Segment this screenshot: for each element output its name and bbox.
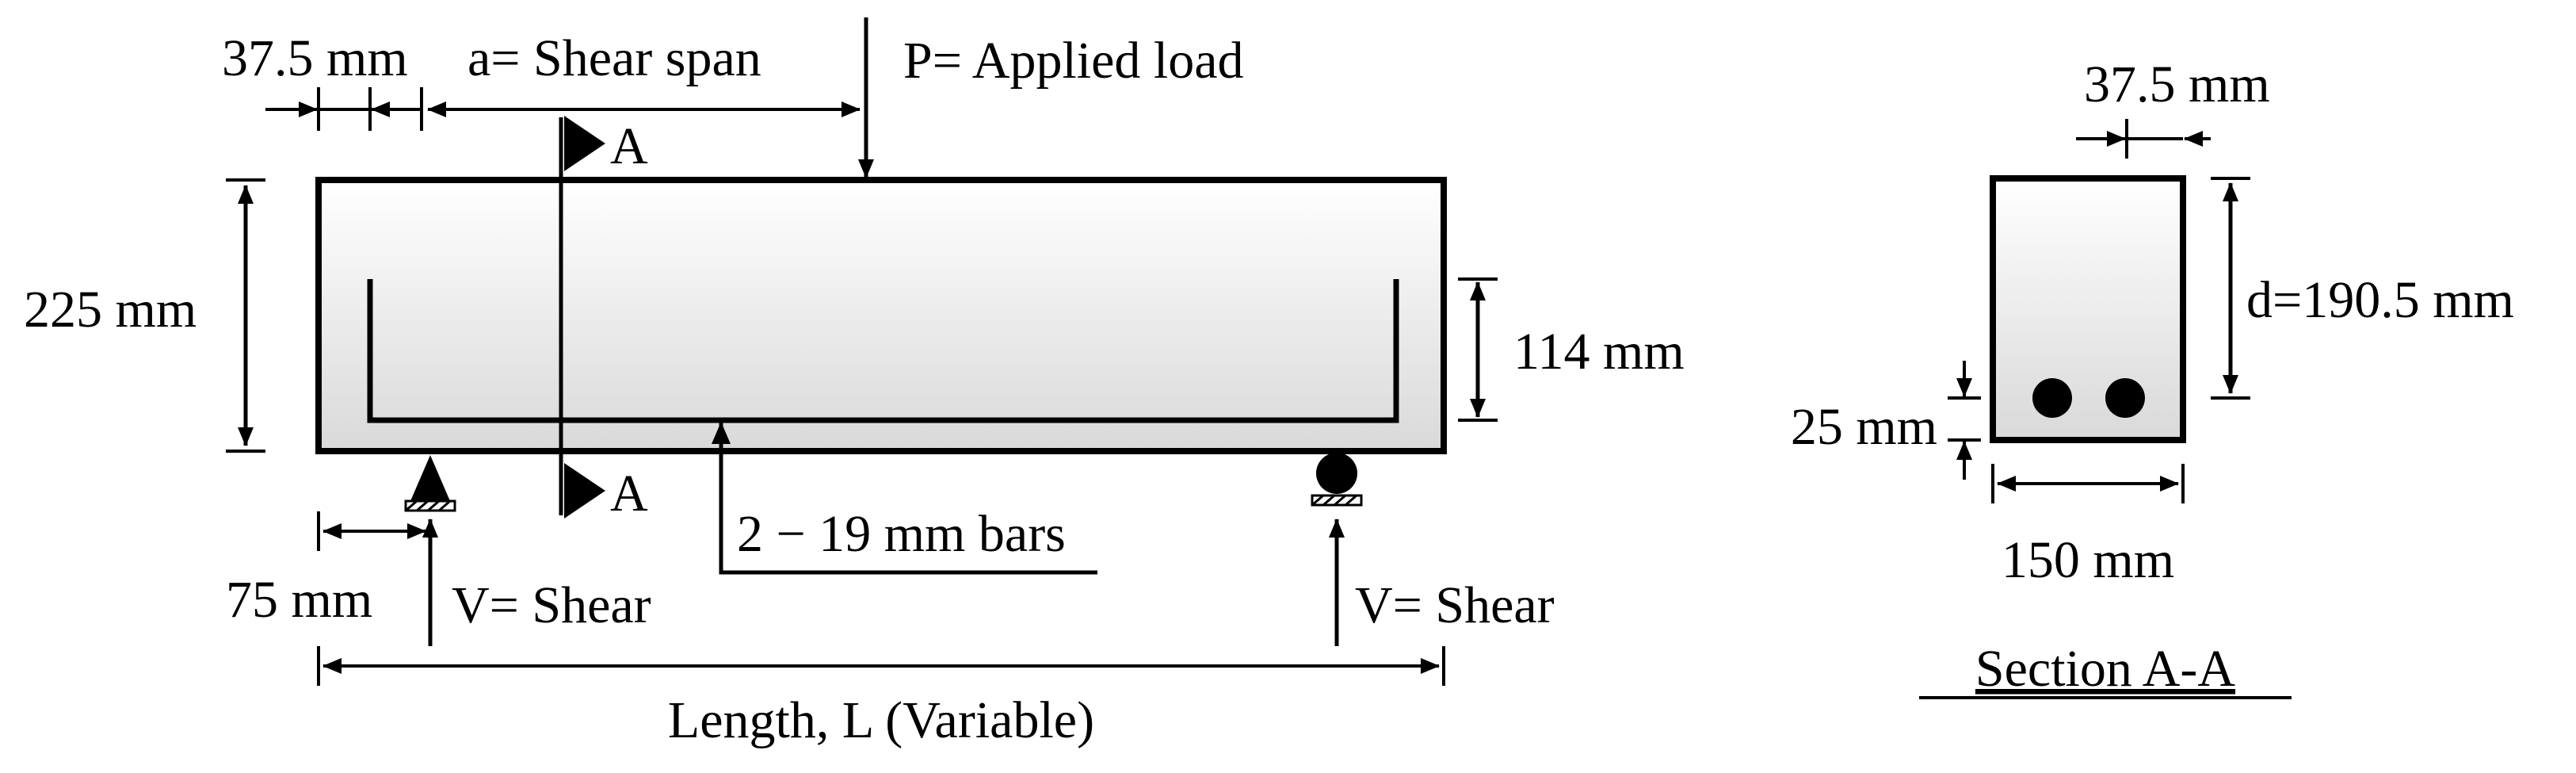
section-marker-top-arrow (564, 116, 605, 171)
shear-span-label: a= Shear span (467, 29, 761, 87)
support-offset-label: 75 mm (226, 571, 372, 629)
length-label: Length, L (Variable) (668, 691, 1094, 749)
section-body (1990, 175, 2186, 443)
effective-depth-label: d=190.5 mm (2246, 271, 2514, 329)
rebar-right (2105, 378, 2145, 418)
bottom-cover-label: 25 mm (1791, 398, 1937, 456)
section-marker-bottom-arrow (564, 463, 605, 519)
rebar-left (2032, 378, 2072, 418)
shear-label-left: V= Shear (452, 576, 651, 634)
section-marker-bottom-label: A (610, 465, 648, 522)
reinforcement-bar (367, 279, 1399, 423)
section-width-label: 150 mm (2002, 531, 2174, 589)
cross-section: 37.5 mm d=190.5 mm 25 mm 150 mm Section … (1791, 55, 2514, 699)
pin-support (404, 455, 456, 512)
section-title: Section A-A (1975, 640, 2235, 698)
left-cover-dimension: 37.5 mm (222, 29, 408, 87)
beam-body (315, 177, 1447, 454)
section-marker-top-label: A (610, 117, 648, 175)
bars-leader-line (719, 422, 1097, 575)
shear-label-right: V= Shear (1355, 576, 1555, 634)
bars-leader-arrowhead (712, 422, 731, 444)
applied-load-label: P= Applied load (903, 32, 1244, 90)
section-top-cover-label: 37.5 mm (2084, 55, 2270, 113)
beam-height-label: 225 mm (24, 281, 197, 339)
bars-label: 2 − 19 mm bars (737, 505, 1066, 563)
beam-elevation: A A 37.5 mm a= Shear span P= Applied loa… (24, 17, 1685, 749)
roller-support (1311, 453, 1363, 507)
stirrup-height-label: 114 mm (1513, 323, 1685, 381)
